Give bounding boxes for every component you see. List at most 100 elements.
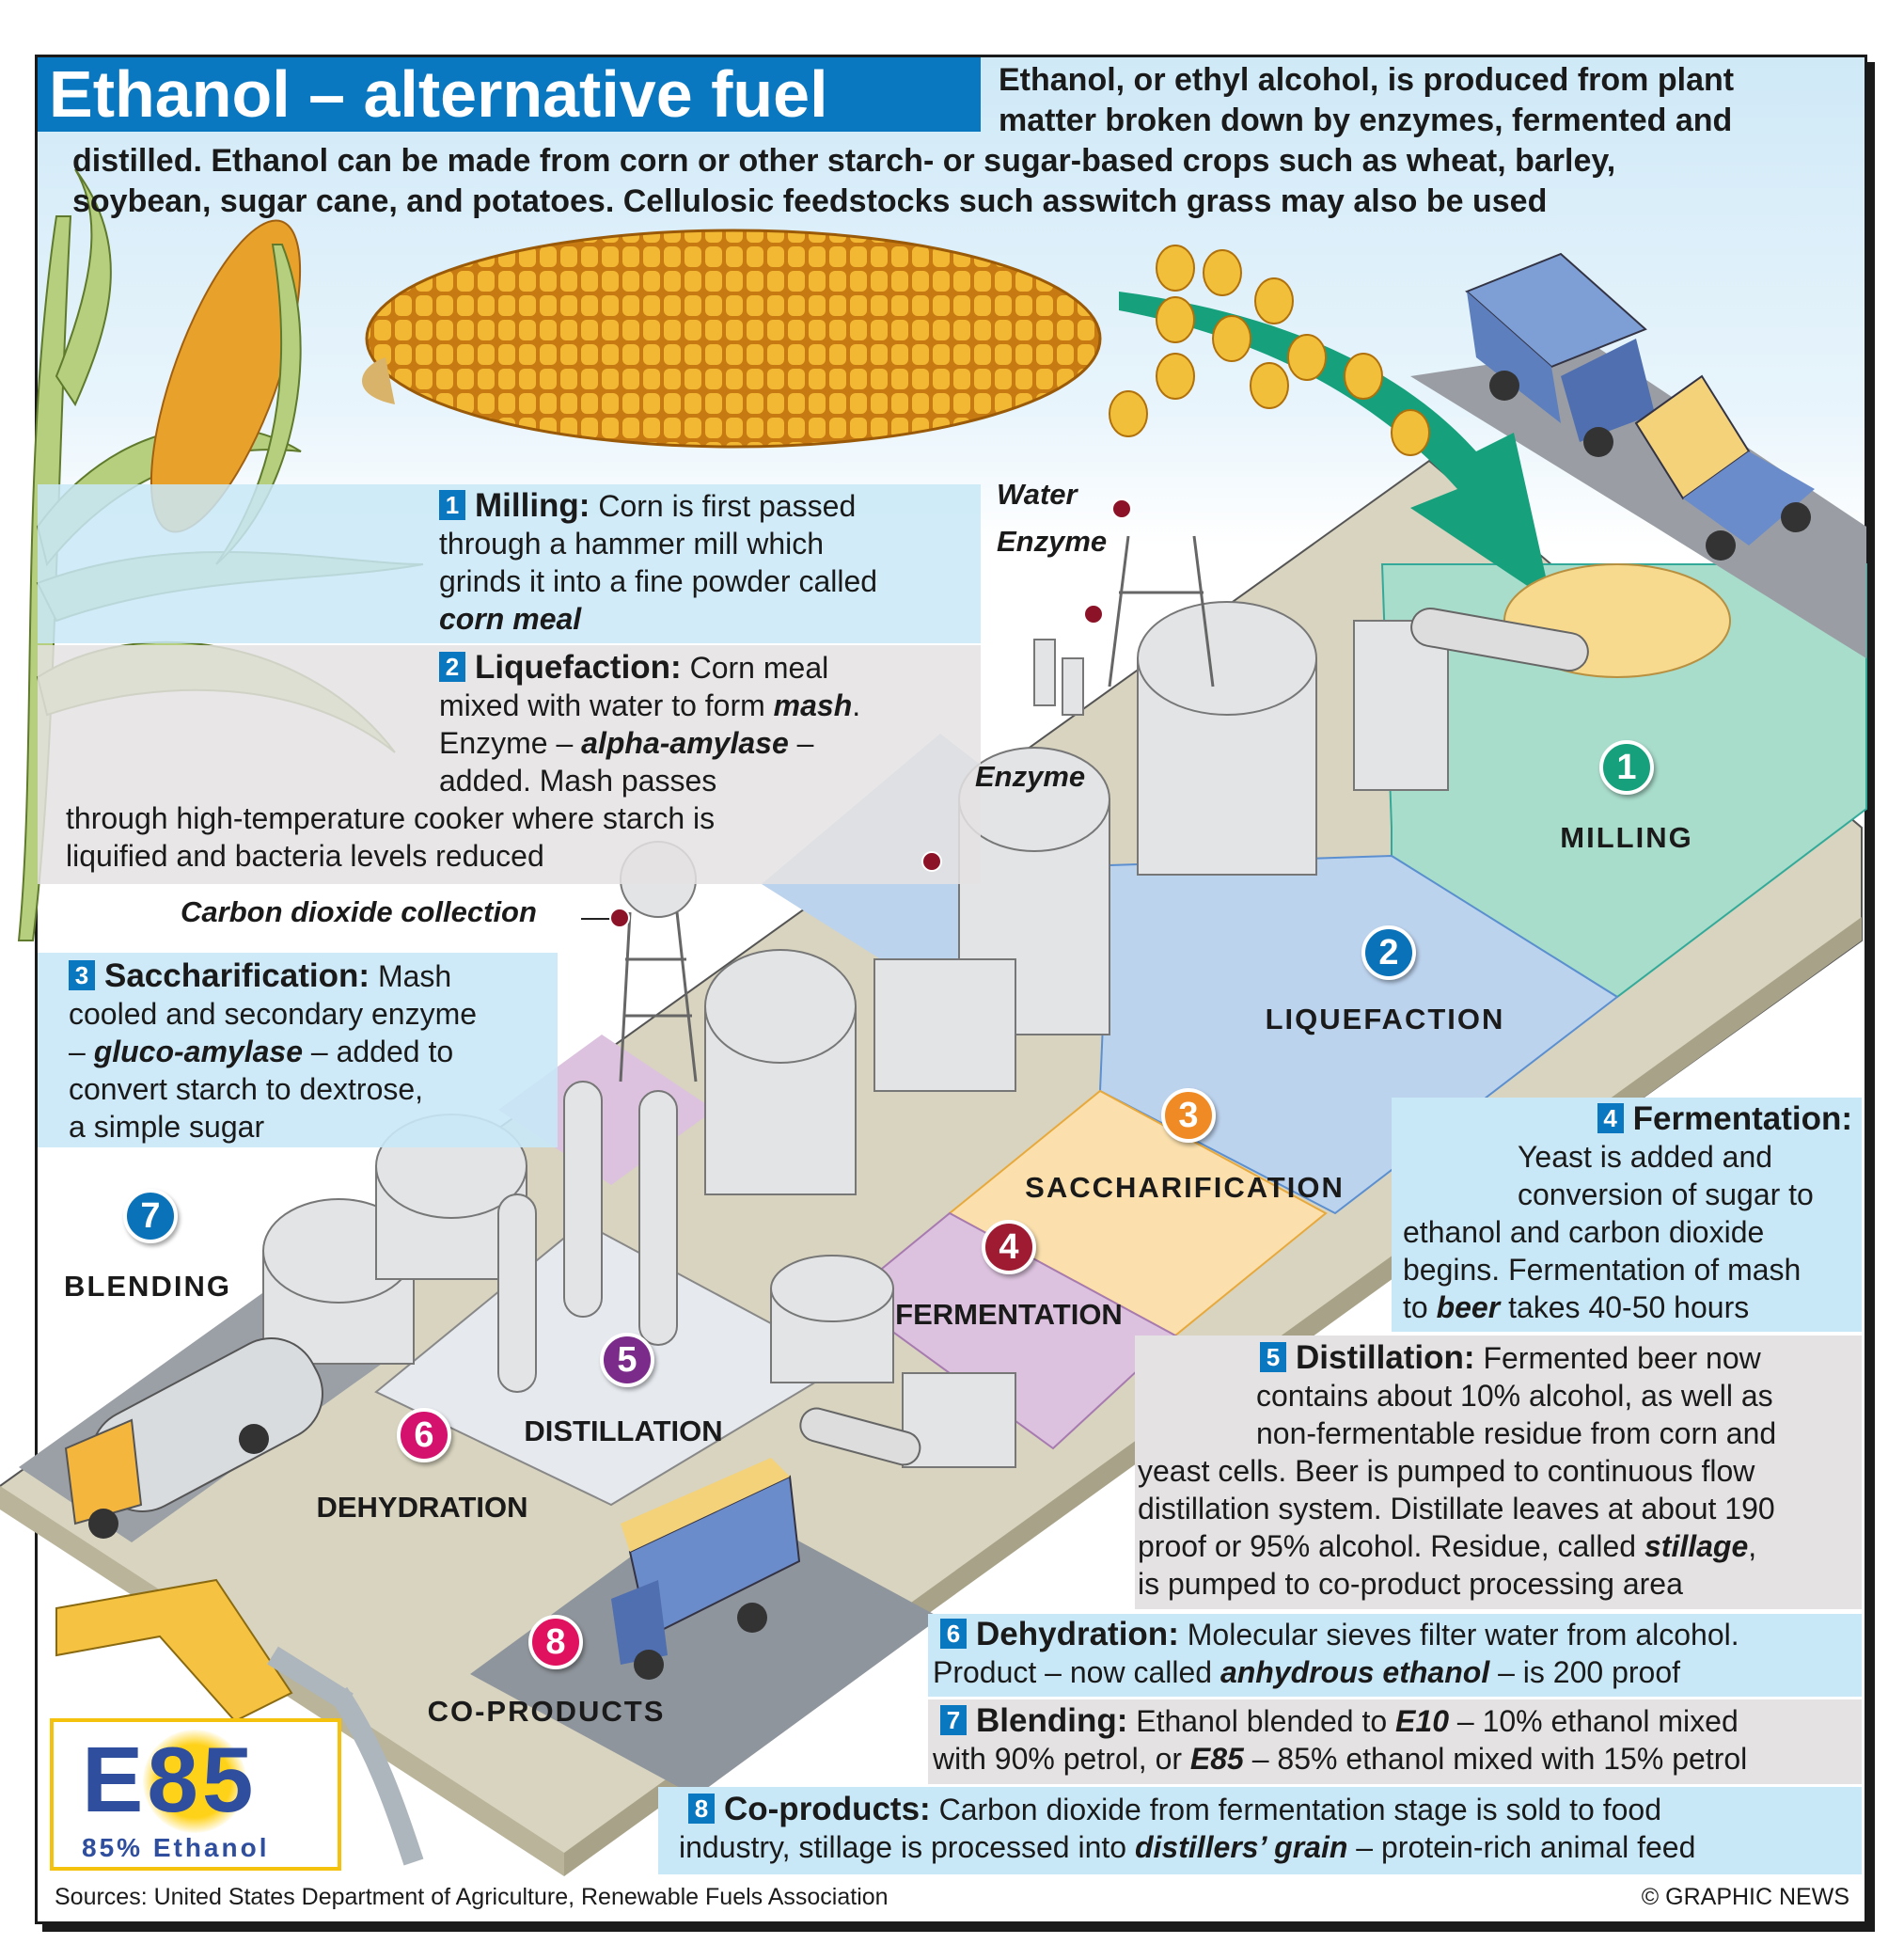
milling-road	[1410, 348, 1866, 658]
intro-line-4: soybean, sugar cane, and potatoes. Cellu…	[72, 183, 1548, 219]
step-5-band	[1135, 1336, 1862, 1609]
step-text: – 85% ethanol mixed with 15% petrol	[1243, 1742, 1748, 1776]
stage-6-label: DEHYDRATION	[316, 1491, 528, 1524]
step-heading: Co-products:	[724, 1791, 931, 1827]
step-text: Fermented beer now	[1483, 1341, 1761, 1375]
step-3-band	[38, 953, 558, 1147]
stage-5-marker: 5	[600, 1333, 654, 1387]
step-text: –	[788, 726, 814, 760]
callout-dot	[1083, 604, 1104, 624]
stage-7-label: BLENDING	[64, 1270, 231, 1303]
step-text: is pumped to co-product processing area	[1138, 1567, 1683, 1601]
step-heading: Saccharification:	[104, 957, 370, 994]
credit: © GRAPHIC NEWS	[1641, 1884, 1849, 1910]
stage-1-marker: 1	[1599, 740, 1654, 795]
intro-line-2: matter broken down by enzymes, fermented…	[999, 103, 1733, 138]
callout-co2: Carbon dioxide collection	[181, 895, 537, 928]
step-heading: Liquefaction:	[475, 649, 682, 686]
step-emphasis: E10	[1395, 1704, 1449, 1738]
stage-2-label: LIQUEFACTION	[1265, 1003, 1505, 1035]
step-text: to	[1403, 1290, 1437, 1324]
step-text: non-fermentable residue from corn and	[1256, 1416, 1777, 1450]
step-number: 6	[940, 1619, 967, 1649]
conveyor	[1410, 607, 1589, 672]
e85-logo-subtitle: 85% Ethanol	[82, 1833, 270, 1862]
step-emphasis: anhydrous ethanol	[1220, 1655, 1490, 1689]
conveyor-coproducts	[799, 1407, 921, 1466]
step-text: conversion of sugar to	[1518, 1177, 1814, 1211]
step-text: grinds it into a fine powder called	[439, 564, 878, 598]
page-title: Ethanol – alternative fuel	[38, 57, 981, 132]
tanker-truck	[64, 1337, 323, 1539]
step-text: Yeast is added and	[1518, 1140, 1773, 1174]
step-heading: Milling:	[475, 487, 590, 524]
step-text: Product – now called	[933, 1655, 1220, 1689]
step-text: contains about 10% alcohol, as well as	[1256, 1379, 1773, 1413]
stage-4-marker: 4	[982, 1220, 1036, 1274]
step-text: through a hammer mill which	[439, 527, 825, 561]
step-text: – protein-rich animal feed	[1347, 1830, 1696, 1864]
step-text: Corn meal	[689, 651, 829, 685]
step-text: Enzyme –	[439, 726, 582, 760]
step-emphasis: beer	[1436, 1290, 1501, 1324]
step-3-saccharification: 3 Saccharification: Mash cooled and secon…	[69, 957, 477, 1146]
stage-8-marker: 8	[528, 1615, 583, 1669]
step-heading: Fermentation:	[1632, 1100, 1852, 1137]
step-number: 7	[940, 1705, 967, 1735]
corn-kernels	[1109, 245, 1430, 456]
stage-7-marker: 7	[123, 1189, 178, 1243]
step-text: through high-temperature cooker where st…	[66, 801, 716, 835]
step-text: ethanol and carbon dioxide	[1403, 1215, 1765, 1249]
step-emphasis: gluco-amylase	[93, 1035, 303, 1068]
step-emphasis: corn meal	[439, 602, 582, 636]
step-emphasis: E85	[1189, 1742, 1244, 1776]
step-text: cooled and secondary enzyme	[69, 997, 478, 1031]
step-number: 3	[69, 960, 95, 990]
callout-dot	[1111, 498, 1132, 519]
step-6-band	[928, 1614, 1862, 1697]
step-heading: Dehydration:	[976, 1616, 1179, 1652]
stage-8-label: CO-PRODUCTS	[427, 1695, 666, 1728]
callout-water: Water	[997, 478, 1078, 511]
step-heading: Distillation:	[1296, 1339, 1475, 1376]
step-6-dehydration: 6 Dehydration: Molecular sieves filter wa…	[933, 1616, 1739, 1691]
dump-truck-3	[611, 1458, 801, 1680]
stage-4-label: FERMENTATION	[895, 1298, 1123, 1331]
callout-enzyme-1: Enzyme	[997, 525, 1108, 558]
step-5-distillation: 5 Distillation: Fermented beer now contai…	[1138, 1339, 1776, 1603]
step-text: – 10% ethanol mixed	[1448, 1704, 1739, 1738]
step-text: Molecular sieves filter water from alcoh…	[1187, 1618, 1739, 1652]
step-text: convert starch to dextrose,	[69, 1072, 424, 1106]
step-emphasis: distillers’ grain	[1134, 1830, 1348, 1864]
stage-6-marker: 6	[397, 1408, 451, 1462]
intro-line-1: Ethanol, or ethyl alcohol, is produced f…	[999, 62, 1735, 98]
step-number: 8	[688, 1794, 715, 1824]
step-text: ,	[1748, 1529, 1757, 1563]
corn-cob	[362, 229, 1102, 449]
step-text: yeast cells. Beer is pumped to continuou…	[1138, 1454, 1755, 1488]
step-text: Corn is first passed	[598, 489, 857, 523]
flow-arrow	[1119, 292, 1551, 602]
step-heading: Blending:	[976, 1702, 1128, 1739]
coproducts-road	[470, 1495, 940, 1796]
intro-line-3: distilled. Ethanol can be made from corn…	[72, 143, 1616, 179]
step-text: Carbon dioxide from fermentation stage i…	[938, 1793, 1662, 1826]
step-text: .	[852, 688, 861, 722]
e85-logo-text: E85	[82, 1728, 258, 1831]
step-text: distillation system. Distillate leaves a…	[1138, 1492, 1775, 1525]
e85-logo: E85 85% Ethanol	[50, 1718, 341, 1871]
stage-1-label: MILLING	[1560, 821, 1693, 854]
step-8-band	[658, 1787, 1862, 1874]
step-number: 5	[1260, 1342, 1286, 1372]
step-1-milling: 1 Milling: Corn is first passed through a…	[439, 487, 877, 638]
stage-3-label: SACCHARIFICATION	[1025, 1171, 1345, 1204]
step-text: Mash	[377, 959, 452, 993]
fuel-nozzle-icon	[55, 1578, 424, 1866]
callout-enzyme-2: Enzyme	[975, 760, 1086, 793]
step-4-band	[1392, 1098, 1862, 1332]
step-text: – added to	[303, 1035, 454, 1068]
step-number: 1	[439, 490, 465, 520]
